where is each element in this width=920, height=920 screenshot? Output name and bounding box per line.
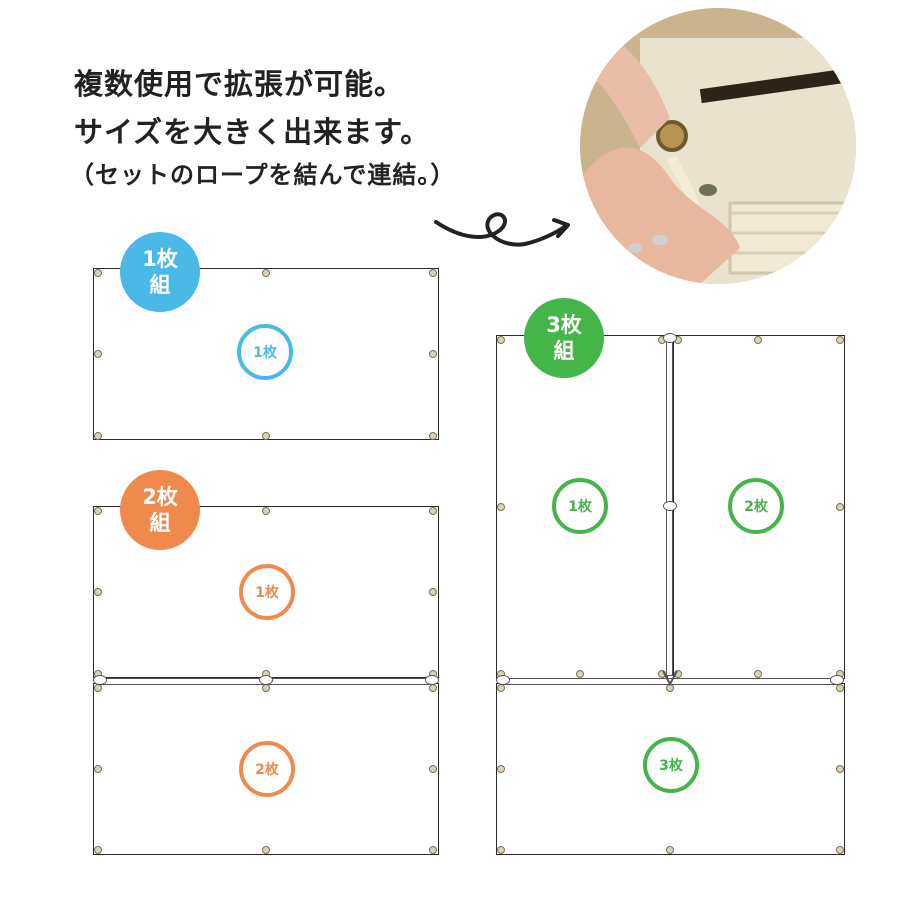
grommet-icon	[497, 503, 505, 511]
grommet-icon	[497, 846, 505, 854]
badge-1-line1: 1枚	[142, 247, 178, 271]
rope-loop-icon	[663, 333, 677, 343]
rope-loop-icon	[496, 675, 510, 685]
grommet-icon	[429, 846, 437, 854]
grommet-icon	[94, 588, 102, 596]
badge-3-line2: 組	[553, 339, 575, 363]
badge-2-line2: 組	[149, 511, 171, 535]
grommet-icon	[836, 765, 844, 773]
grommet-icon	[94, 507, 102, 515]
rope-knot-icon	[662, 670, 678, 687]
sheet-label-1-set: 1枚	[237, 324, 293, 380]
grommet-icon	[836, 684, 844, 692]
rope-loop-icon	[93, 675, 107, 685]
grommet-icon	[94, 684, 102, 692]
badge-1-line2: 組	[149, 273, 171, 297]
grommet-icon	[497, 684, 505, 692]
rope-tying-photo	[580, 8, 856, 284]
grommet-icon	[429, 765, 437, 773]
grommet-icon	[262, 432, 270, 440]
sheet-label-2-set-2: 2枚	[239, 741, 295, 797]
grommet-icon	[262, 269, 270, 277]
sheet-label-3-set-2: 2枚	[728, 478, 784, 534]
grommet-icon	[94, 269, 102, 277]
grommet-icon	[94, 432, 102, 440]
grommet-icon	[576, 670, 584, 678]
badge-1-sheet-set: 1枚 組	[120, 232, 200, 312]
grommet-icon	[262, 507, 270, 515]
badge-3-line1: 3枚	[546, 313, 582, 337]
grommet-icon	[429, 588, 437, 596]
curly-arrow-icon	[434, 212, 570, 247]
rope-loop-icon	[830, 675, 844, 685]
grommet-icon	[754, 336, 762, 344]
grommet-icon	[94, 350, 102, 358]
grommet-icon	[94, 765, 102, 773]
grommet-icon	[429, 507, 437, 515]
grommet-icon	[836, 846, 844, 854]
badge-2-sheet-set: 2枚 組	[120, 470, 200, 550]
headline-line-1: 複数使用で拡張が可能。	[74, 67, 405, 101]
grommet-icon	[429, 684, 437, 692]
rope-loop-icon	[425, 675, 439, 685]
grommet-icon	[94, 846, 102, 854]
grommet-icon	[429, 269, 437, 277]
headline-note: （セットのロープを結んで連結。）	[70, 161, 456, 189]
headline: 複数使用で拡張が可能。 サイズを大きく出来ます。 （セットのロープを結んで連結。…	[70, 60, 455, 194]
grommet-icon	[836, 503, 844, 511]
rope-loop-icon	[663, 501, 677, 511]
grommet-icon	[754, 670, 762, 678]
grommet-icon	[262, 684, 270, 692]
grommet-icon	[497, 765, 505, 773]
badge-3-sheet-set: 3枚 組	[524, 298, 604, 378]
sheet-label-2-set-1: 1枚	[239, 564, 295, 620]
sheet-label-3-set-3: 3枚	[643, 737, 699, 793]
grommet-icon	[666, 846, 674, 854]
sheet-label-3-set-1: 1枚	[552, 478, 608, 534]
headline-line-2: サイズを大きく出来ます。	[74, 115, 431, 149]
badge-2-line1: 2枚	[142, 485, 178, 509]
grommet-icon	[497, 336, 505, 344]
rope-loop-icon	[259, 675, 273, 685]
grommet-icon	[429, 432, 437, 440]
grommet-icon	[262, 846, 270, 854]
grommet-icon	[836, 336, 844, 344]
grommet-icon	[429, 350, 437, 358]
